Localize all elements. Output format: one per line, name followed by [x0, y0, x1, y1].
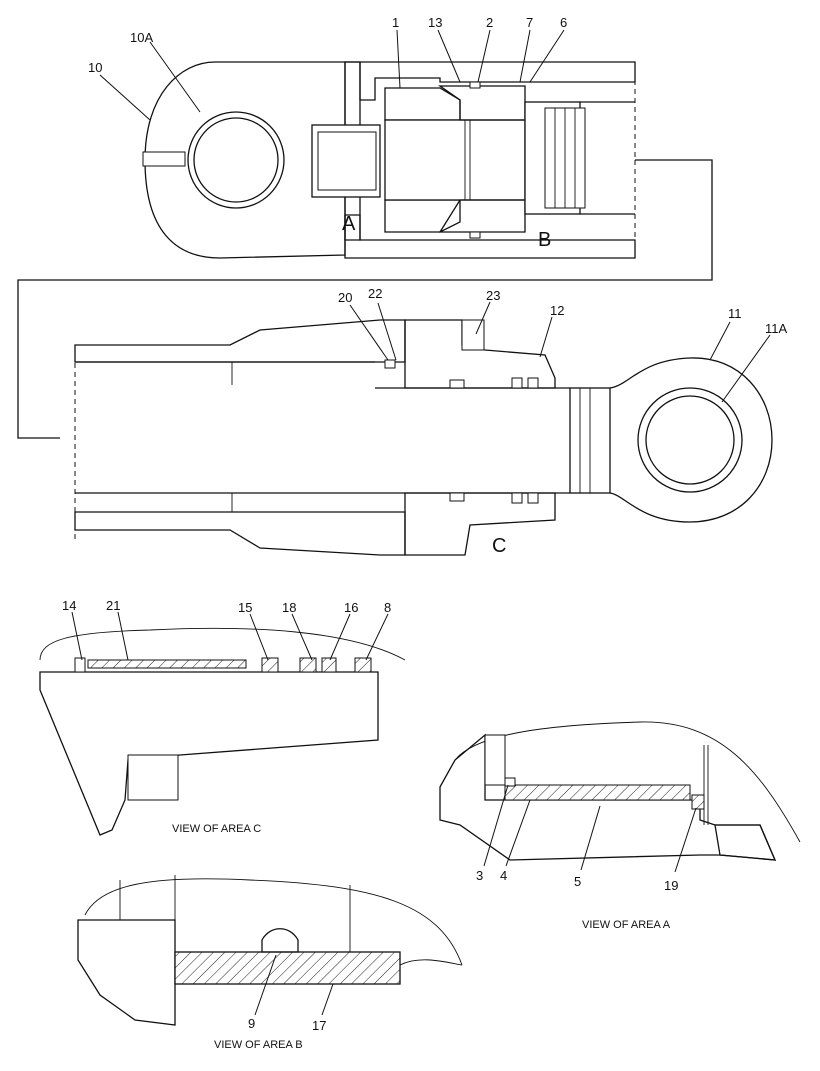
rod-section: [74, 319, 773, 556]
callout-17: 17: [312, 1018, 326, 1033]
callout-6: 6: [560, 15, 567, 30]
callout-2: 2: [486, 15, 493, 30]
callout-12: 12: [550, 303, 564, 318]
callout-11a: 11A: [765, 321, 787, 336]
callout-1: 1: [392, 15, 399, 30]
callout-5: 5: [574, 874, 581, 889]
caption-area-b: VIEW OF AREA B: [214, 1039, 303, 1051]
area-a-detail: 3 4 5 19 VIEW OF AREA A: [439, 721, 801, 931]
callout-8: 8: [384, 600, 391, 615]
callout-19: 19: [664, 878, 678, 893]
callout-23: 23: [486, 288, 500, 303]
callout-20: 20: [338, 290, 352, 305]
callout-3: 3: [476, 868, 483, 883]
area-marker-a: A: [342, 213, 356, 235]
top-callouts: 10 10A 1 13 2 7 6 A B: [88, 15, 567, 251]
callout-15: 15: [238, 600, 252, 615]
middle-callouts: 20 22 23 12 11 11A C: [338, 286, 787, 557]
callout-21: 21: [106, 598, 120, 613]
callout-14: 14: [62, 598, 76, 613]
callout-13: 13: [428, 15, 442, 30]
callout-11: 11: [728, 306, 742, 321]
callout-22: 22: [368, 286, 382, 301]
area-marker-c: C: [492, 535, 506, 557]
area-marker-b: B: [538, 229, 551, 251]
piston: [384, 119, 526, 201]
callout-4: 4: [500, 868, 507, 883]
callout-10: 10: [88, 60, 102, 75]
callout-7: 7: [526, 15, 533, 30]
caption-area-a: VIEW OF AREA A: [582, 919, 671, 931]
head-end-section: [17, 61, 713, 439]
callout-10a: 10A: [130, 30, 153, 45]
callout-16: 16: [344, 600, 358, 615]
callout-18: 18: [282, 600, 296, 615]
rod-eye-bushing: [645, 395, 735, 485]
caption-area-c: VIEW OF AREA C: [172, 823, 261, 835]
area-b-detail: 9 17 VIEW OF AREA B: [77, 875, 463, 1051]
area-c-detail: 14 21 15 18 16 8 VIEW OF AREA C: [39, 598, 406, 836]
callout-9: 9: [248, 1016, 255, 1031]
eye-bushing: [193, 117, 279, 203]
